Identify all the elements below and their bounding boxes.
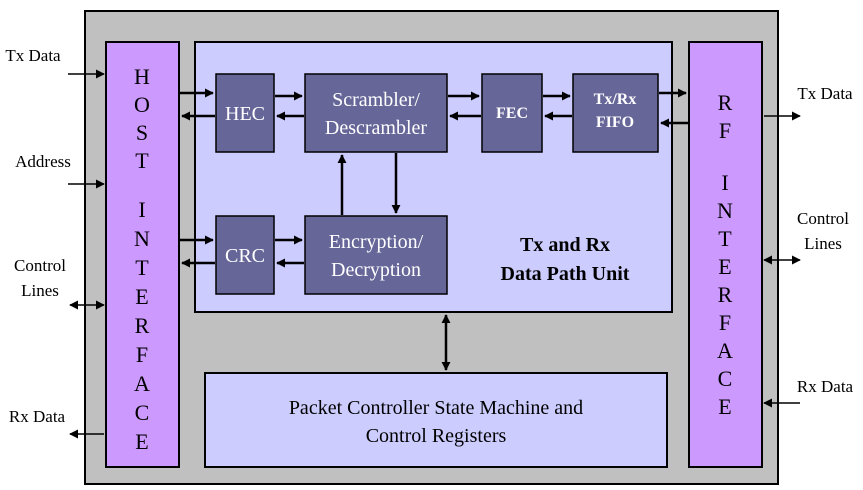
left-tx-data-label: Tx Data — [5, 46, 61, 65]
host-letter: N — [134, 226, 150, 251]
packet-controller-block — [204, 372, 668, 468]
host-letter: F — [136, 342, 148, 367]
right-control-label-line2: Lines — [804, 234, 842, 253]
scrambler-label-line2: Descrambler — [325, 117, 428, 139]
rf-letter: E — [718, 394, 731, 419]
left-control-label-line2: Lines — [21, 281, 59, 300]
host-interface-bar — [105, 41, 180, 468]
rf-letter: E — [718, 254, 731, 279]
fifo-block — [572, 73, 659, 153]
left-control-label-line1: Control — [14, 256, 66, 275]
rf-letter: A — [717, 338, 733, 363]
host-interface-label: H O S T I N T E R F A C E — [134, 64, 150, 454]
fifo-label-line2: FIFO — [596, 114, 634, 131]
packet-controller-label-line1: Packet Controller State Machine and — [289, 397, 583, 419]
right-control-label-line1: Control — [797, 209, 849, 228]
left-signal-arrows — [68, 69, 105, 439]
fec-block — [481, 73, 543, 153]
host-letter: T — [135, 255, 149, 280]
host-letter: R — [135, 313, 150, 338]
right-rx-data-label: Rx Data — [797, 377, 854, 396]
host-letter: I — [138, 197, 145, 222]
hec-block — [215, 73, 275, 153]
rf-letter: R — [718, 282, 733, 307]
encryption-label-line2: Decryption — [331, 259, 421, 281]
left-rx-data-label: Rx Data — [9, 407, 66, 426]
packet-controller-label-line2: Control Registers — [366, 425, 507, 447]
encryption-block — [304, 215, 448, 295]
rf-interface-label: R F I N T E R F A C E — [717, 90, 733, 419]
host-letter: E — [135, 429, 148, 454]
rf-letter: R — [718, 90, 733, 115]
fifo-label-line1: Tx/Rx — [594, 91, 637, 108]
rf-letter: C — [718, 366, 733, 391]
fec-label: FEC — [496, 105, 528, 122]
rf-letter: I — [721, 170, 728, 195]
rf-letter: F — [719, 118, 731, 143]
data-path-unit-title-line1: Tx and Rx — [520, 234, 610, 256]
scrambler-label-line1: Scrambler/ — [332, 89, 420, 111]
host-letter: H — [134, 64, 150, 89]
host-letter: T — [135, 148, 149, 173]
right-tx-data-label: Tx Data — [797, 84, 853, 103]
hec-label: HEC — [225, 103, 265, 125]
rf-letter: T — [718, 226, 732, 251]
rf-letter: N — [717, 198, 733, 223]
host-letter: E — [135, 284, 148, 309]
internal-arrows — [180, 88, 688, 371]
data-path-unit-title-line2: Data Path Unit — [501, 263, 630, 285]
scrambler-block — [304, 73, 448, 153]
left-address-label: Address — [15, 152, 71, 171]
right-signal-arrows — [763, 111, 801, 408]
host-letter: O — [134, 92, 150, 117]
encryption-label-line1: Encryption/ — [329, 231, 424, 253]
host-letter: S — [136, 120, 148, 145]
rf-letter: F — [719, 310, 731, 335]
host-letter: A — [134, 371, 150, 396]
crc-block — [215, 215, 275, 295]
host-letter: C — [135, 400, 150, 425]
rf-interface-bar — [688, 41, 763, 468]
crc-label: CRC — [225, 245, 265, 267]
